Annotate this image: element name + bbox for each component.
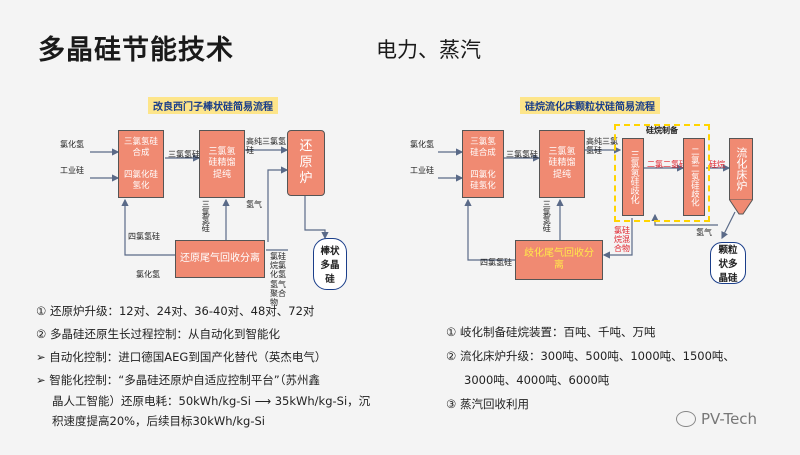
distillation-label: 三氯氢硅精馏提纯	[208, 147, 236, 180]
tcs-flow-label: 三氯氢硅	[168, 150, 200, 159]
silane-prep-label: 硅烷制备	[646, 126, 678, 135]
left-bullet-4-cont2: 积速度提高20%，后续目标30kWh/kg-Si	[52, 414, 265, 428]
fluidized-bed-label: 流化床炉	[734, 147, 748, 191]
high-purity-tcs-label: 高纯三氯氢硅	[246, 137, 286, 156]
right-diagram-title: 硅烷流化床颗粒状硅简易流程	[520, 97, 660, 114]
distillation-label-right: 三氯氢硅精馏提纯	[548, 147, 576, 180]
chlorosilane-mix-label: 氯硅烷混合物	[614, 226, 630, 254]
rod-polysilicon-label: 棒状多晶硅	[320, 246, 340, 285]
offgas-components-label: 氯硅烷氯化氢氢气聚合物	[270, 252, 286, 307]
watermark: PV-Tech	[676, 410, 757, 428]
tcs-disproportionation-label: 三氯氢硅歧化	[628, 150, 639, 204]
right-bullet-1: ① 岐化制备硅烷装置：百吨、千吨、万吨	[446, 325, 656, 339]
fluidized-bed-box: 流化床炉	[729, 138, 753, 200]
disproportionation-offgas-box: 歧化尾气回收分离	[515, 240, 603, 280]
distillation-box-right: 三氯氢硅精馏提纯	[539, 130, 585, 198]
input-hcl-label-right: 氯化氢	[410, 140, 434, 149]
hydrogen-label: 氢气	[246, 200, 262, 209]
high-purity-tcs-label-right: 高纯三氯氢硅	[586, 137, 618, 156]
synthesis-hydrogenation-box-right: 三氯氢硅合成 四氯化硅氢化	[462, 130, 504, 198]
left-bullet-2: ② 多晶硅还原生长过程控制：从自动化到智能化	[36, 327, 280, 341]
tcs-return-label-right: 三氯氢硅	[542, 200, 552, 232]
reduction-furnace-label: 还原炉	[299, 138, 313, 187]
hydrogenation-label-right: 四氯化硅氢化	[470, 169, 496, 191]
left-diagram-title: 改良西门子棒状硅简易流程	[148, 97, 278, 114]
synthesis-hydrogenation-box: 三氯氢硅合成 四氯化硅氢化	[118, 130, 164, 198]
synthesis-label-right: 三氯氢硅合成	[470, 136, 496, 158]
input-silicon-label-right: 工业硅	[410, 166, 434, 175]
tcs-return-label: 三氯氢硅	[201, 200, 211, 232]
hydrogen-label-right: 氢气	[696, 228, 712, 237]
rod-polysilicon-product: 棒状多晶硅	[313, 238, 347, 290]
page-title: 多晶硅节能技术	[38, 35, 234, 66]
hcl-return-label: 氯化氢	[136, 270, 160, 279]
left-bullet-1: ① 还原炉升级：12对、24对、36-40对、48对、72对	[36, 304, 315, 318]
granular-polysilicon-product: 颗粒状多晶硅	[710, 242, 746, 284]
watermark-text: PV-Tech	[701, 410, 758, 428]
stc-label: 四氯氢硅	[128, 232, 160, 241]
right-bullet-2-cont: 3000吨、4000吨、6000吨	[464, 373, 610, 387]
offgas-recovery-box: 还原尾气回收分离	[175, 240, 265, 278]
distillation-box: 三氯氢硅精馏提纯	[199, 130, 245, 198]
offgas-recovery-label: 还原尾气回收分离	[180, 252, 260, 264]
dcs-label: 二氯二氢硅	[647, 160, 687, 169]
wechat-icon	[676, 411, 696, 427]
dcs-disproportionation-label: 二氯二氢硅歧化	[689, 147, 700, 207]
input-hcl-label: 氯化氢	[60, 140, 84, 149]
reduction-furnace-box: 还原炉	[287, 130, 325, 196]
right-bullet-2: ② 流化床炉升级：300吨、500吨、1000吨、1500吨、	[446, 349, 735, 363]
silane-prep-group	[614, 124, 710, 222]
right-bullet-3: ③ 蒸汽回收利用	[446, 397, 529, 411]
tcs-disproportionation-box: 三氯氢硅歧化	[622, 138, 644, 216]
stc-label-right: 四氯氢硅	[480, 258, 512, 267]
silane-label: 硅烷	[709, 160, 725, 169]
left-bullet-3: ➢ 自动化控制：进口德国AEG到国产化替代（英杰电气）	[36, 350, 327, 364]
synthesis-label: 三氯氢硅合成	[124, 136, 159, 158]
hydrogenation-label: 四氯化硅氢化	[124, 169, 159, 191]
left-bullet-4: ➢ 智能化控制：“多晶硅还原炉自适应控制平台”（苏州鑫	[36, 373, 320, 387]
left-bullet-4-cont: 晶人工智能）还原电耗：50kWh/kg-Si ⟶ 35kWh/kg-Si，沉	[52, 394, 371, 408]
fluidized-bed-cone	[729, 199, 753, 215]
tcs-flow-label-right: 三氯氢硅	[506, 150, 538, 159]
disproportionation-offgas-label: 歧化尾气回收分离	[524, 247, 594, 272]
page-subtitle: 电力、蒸汽	[376, 38, 481, 62]
input-silicon-label: 工业硅	[60, 166, 84, 175]
dcs-disproportionation-box: 二氯二氢硅歧化	[683, 138, 705, 216]
granular-polysilicon-label: 颗粒状多晶硅	[718, 245, 738, 284]
